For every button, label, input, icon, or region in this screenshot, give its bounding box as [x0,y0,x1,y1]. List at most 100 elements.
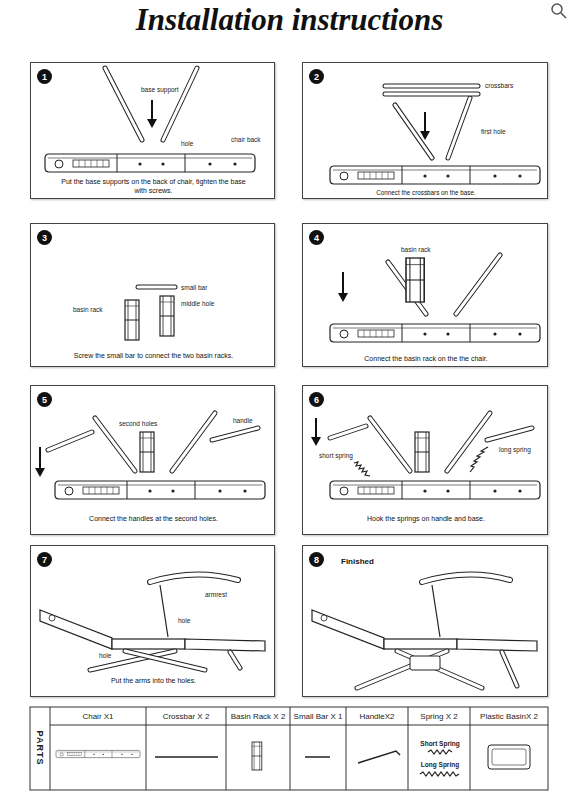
step-panel: Connect the basin rack on the the chair.… [302,223,548,367]
step-panel: Connect the handles at the second holes.… [30,385,275,535]
step-number-text: 2 [314,72,319,82]
step-caption: Hook the springs on handle and base. [313,515,539,524]
illustration-part [470,447,488,472]
illustration-part [330,426,366,438]
illustration-part [370,418,410,471]
illustration-part [163,68,197,140]
illustration-part [342,272,344,294]
illustration-part [492,749,526,765]
illustration-part [105,68,142,140]
illustration-part [448,98,470,158]
illustration-part [226,707,227,790]
step-number-text: 1 [42,72,47,82]
illustration-part [457,639,537,651]
part-label: handle [232,417,254,424]
table-cell: Short Spring [419,740,460,747]
illustration-part [50,707,51,790]
illustration-part [552,4,562,14]
step-panel: Put the arms into the holes. 7 [30,545,275,697]
part-label: chair back [230,136,262,143]
illustration-part [45,154,255,172]
illustration-part [456,255,500,314]
step-caption: Connect the crossbars on the base. [313,189,539,197]
illustration-part [185,639,265,651]
illustration-part [138,286,175,289]
step-number: 6 [309,392,324,407]
step-caption: Connect the basin rack on the the chair. [313,355,539,364]
illustration-part [385,93,478,96]
illustration-part [385,84,478,89]
part-label: long spring [498,446,532,453]
illustration-part [420,772,459,776]
part-label: basin rack [72,306,104,313]
illustration-part [330,481,540,499]
illustration-part [312,610,384,649]
illustration-part [155,756,218,758]
illustration-part [56,750,140,757]
illustration-part [432,585,440,637]
illustration-part [502,652,517,686]
illustration-part [252,742,262,770]
table-cell: HandleX2 [358,712,395,721]
step-number-text: 8 [314,555,319,565]
illustration-part [330,324,540,342]
illustration-part [150,574,238,582]
table-cell: Small Bar X 1 [293,712,344,721]
step-number-text: 5 [42,395,47,405]
illustration-part [488,745,530,769]
step-number-text: 6 [314,395,319,405]
illustration-part [125,300,139,340]
illustration-part [55,481,265,499]
table-heading: PARTS [35,730,45,767]
part-label: armrest [204,591,228,598]
illustration-part [330,426,366,438]
illustration-part [172,413,215,471]
part-label: hole [98,652,112,659]
part-label: small bar [180,284,208,291]
illustration-part [40,574,265,670]
table-cell: Crossbar X 2 [162,712,211,721]
illustration-part [354,462,370,476]
illustration-part [410,656,440,670]
step-number: 5 [37,392,52,407]
illustration-part [49,615,55,621]
step-number-text: 7 [42,555,47,565]
illustration-part [408,707,409,790]
step-number-text: 3 [42,233,47,243]
illustration-part [39,447,41,469]
illustration-part [428,750,452,754]
step-number-text: 4 [314,233,319,243]
illustration-part [290,707,291,790]
part-label: base support [140,86,180,93]
illustration-part [561,13,566,18]
part-label: middle hole [180,300,215,307]
illustration-part [338,293,348,302]
illustration-part [48,432,92,450]
step-panel: Screw the small bar to connect the two b… [30,223,275,367]
part-label: short spring [318,452,354,459]
step-panel: Finished 8 [302,545,548,697]
illustration-part [456,255,500,314]
illustration-part [447,413,490,471]
illustration-part [321,615,327,621]
illustration-part [346,707,347,790]
illustration-part [35,468,45,477]
illustration-part [385,92,478,97]
step-caption: Put the arms into the holes. [41,677,266,686]
step-number: 2 [309,69,324,84]
illustration-part [424,112,426,132]
step-caption: Finished [341,557,374,567]
illustration-part [397,651,482,688]
illustration-part [470,707,471,790]
table-cell: Spring X 2 [419,712,458,721]
step-caption: Connect the handles at the second holes. [41,515,266,524]
illustration-part [415,432,429,472]
illustration-part [397,651,482,688]
illustration-part [172,413,215,471]
illustration-part [160,585,168,637]
illustration-part [40,610,112,649]
illustration-part [230,652,240,668]
illustration-part [502,652,517,686]
illustration-part [252,742,262,770]
